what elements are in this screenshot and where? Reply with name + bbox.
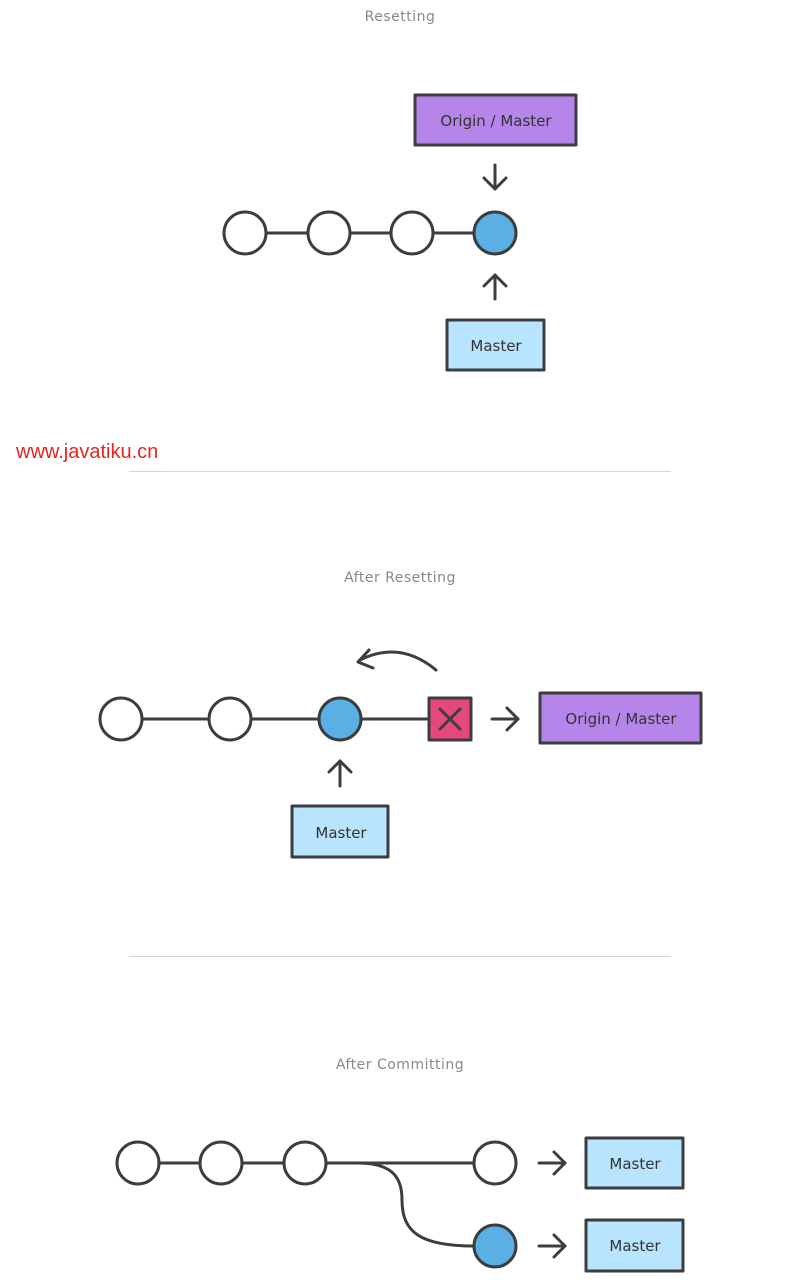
origin-master-box xyxy=(538,691,703,745)
commit-node xyxy=(98,696,144,742)
up-arrow-icon xyxy=(327,759,353,788)
down-arrow-icon xyxy=(482,163,508,191)
head-commit-node xyxy=(472,210,518,256)
section-title-after-committing: After Committing xyxy=(335,1057,465,1073)
after-resetting-diagram xyxy=(98,648,703,859)
master-box xyxy=(290,804,390,859)
commit-node xyxy=(389,210,435,256)
divider xyxy=(129,956,671,957)
master-box xyxy=(584,1136,685,1190)
right-arrow-icon xyxy=(490,706,520,732)
master-box xyxy=(584,1218,685,1273)
commit-node xyxy=(472,1140,518,1186)
removed-commit-icon xyxy=(427,696,473,742)
branch-link xyxy=(356,1161,476,1248)
origin-master-label: Origin / Master xyxy=(565,710,677,728)
up-arrow-icon xyxy=(482,273,508,301)
commit-node xyxy=(306,210,352,256)
master-label: Master xyxy=(609,1237,661,1255)
head-commit-node xyxy=(317,696,363,742)
right-arrow-icon xyxy=(537,1233,567,1259)
origin-master-box xyxy=(413,93,578,147)
origin-master-label: Origin / Master xyxy=(440,112,552,130)
commit-node xyxy=(222,210,268,256)
divider xyxy=(129,471,671,472)
section-title-after-resetting: After Resetting xyxy=(344,570,456,586)
master-label: Master xyxy=(315,824,367,842)
commit-node xyxy=(198,1140,244,1186)
head-commit-node xyxy=(472,1223,518,1269)
commit-node xyxy=(115,1140,161,1186)
watermark[interactable]: www.javatiku.cn xyxy=(16,441,159,463)
master-label: Master xyxy=(609,1155,661,1173)
right-arrow-icon xyxy=(537,1150,567,1176)
master-label: Master xyxy=(470,337,522,355)
reset-curve-arrow-icon xyxy=(356,648,438,672)
section-title-resetting: Resetting xyxy=(364,9,436,25)
commit-node xyxy=(282,1140,328,1186)
after-committing-diagram xyxy=(115,1136,685,1273)
commit-node xyxy=(207,696,253,742)
master-box xyxy=(445,318,546,372)
resetting-diagram xyxy=(222,93,578,372)
